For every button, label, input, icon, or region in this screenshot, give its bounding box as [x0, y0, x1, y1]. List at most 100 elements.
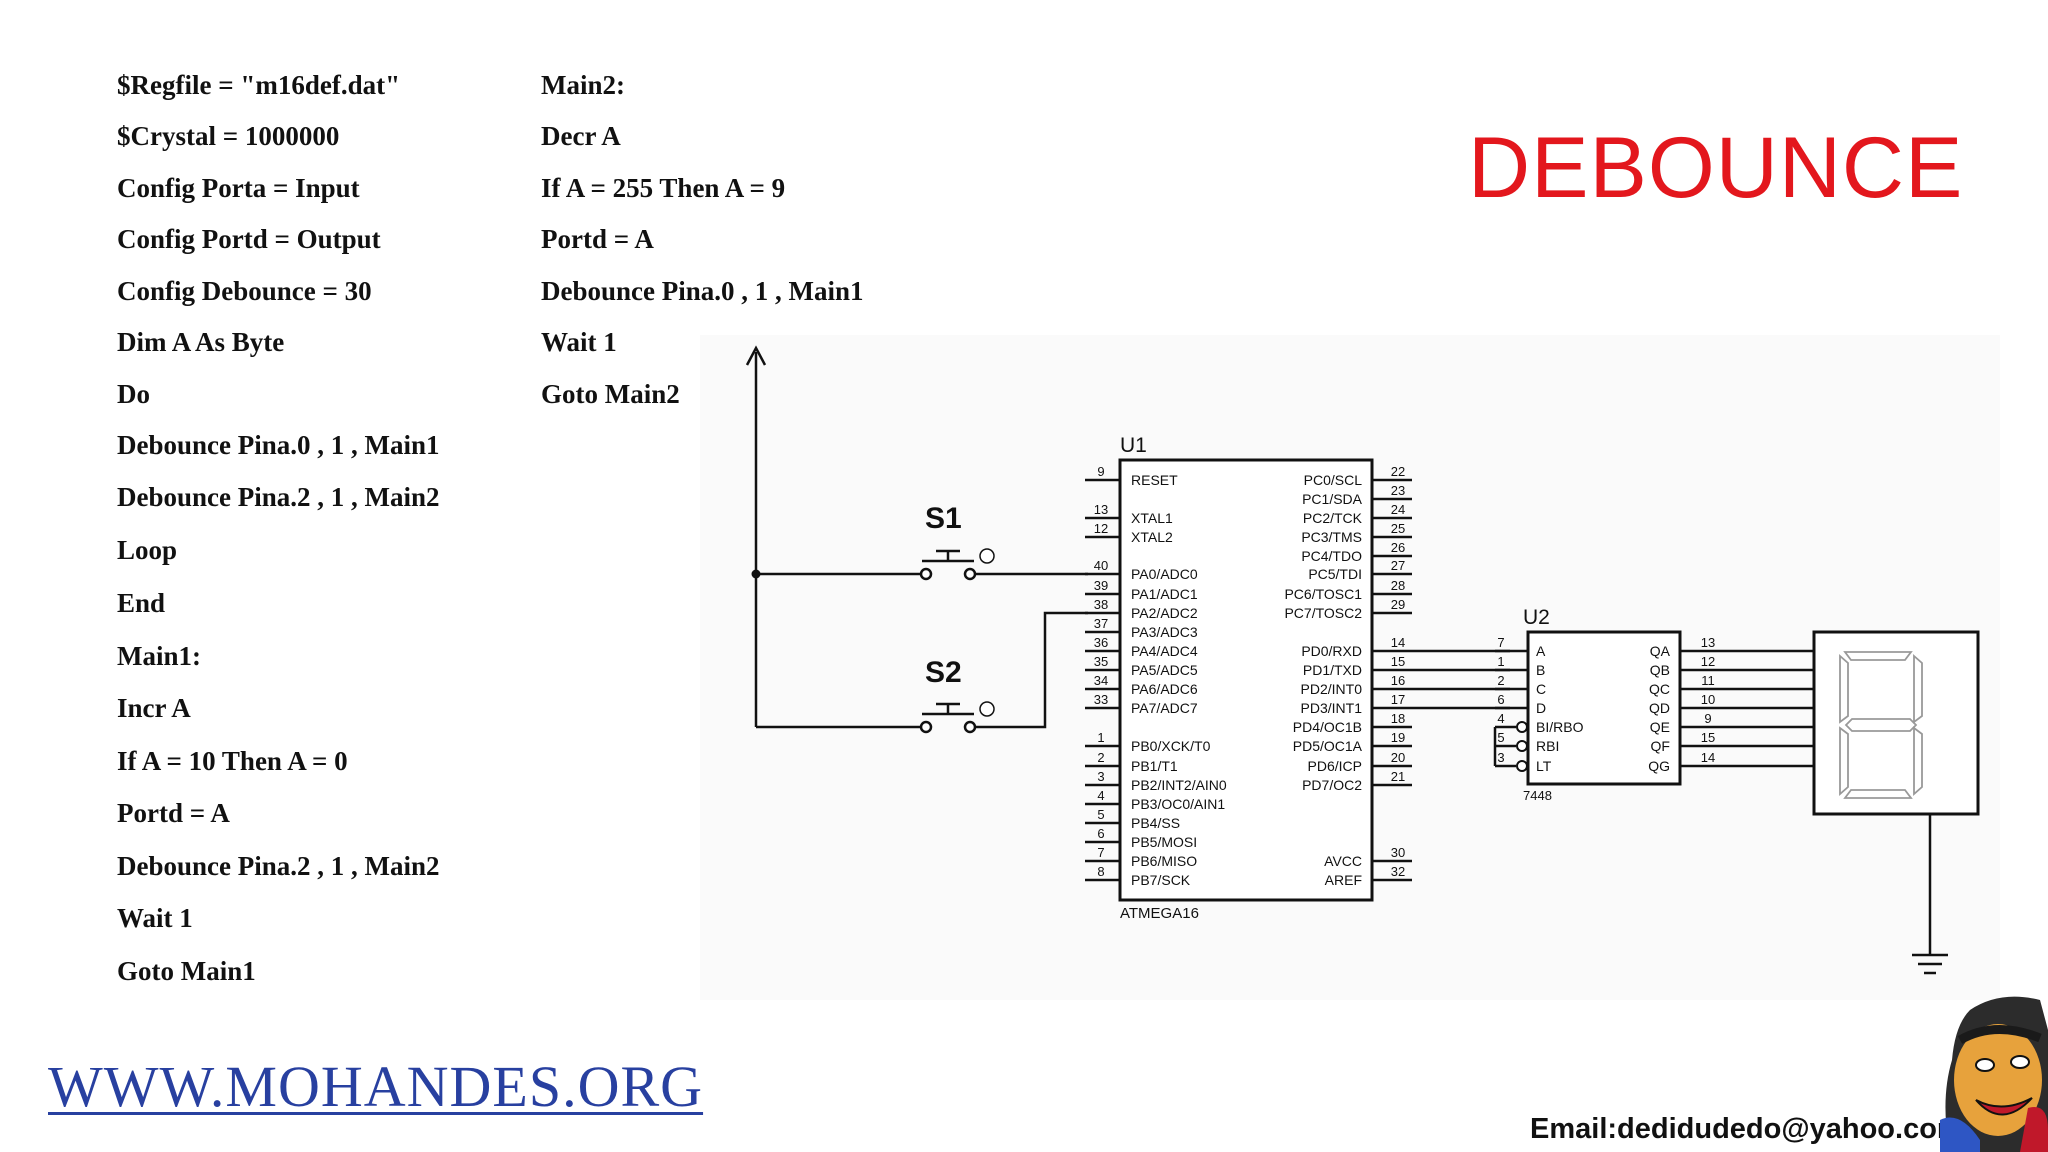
pin-number: 30 — [1391, 845, 1405, 860]
pin-number: 16 — [1391, 673, 1405, 688]
code-line: Portd = A — [117, 798, 230, 828]
pin-name: PB6/MISO — [1131, 853, 1197, 869]
pin-number: 2 — [1097, 750, 1104, 765]
pin-number: 34 — [1094, 673, 1108, 688]
pin-name: PA7/ADC7 — [1131, 700, 1198, 716]
pin-name: PB0/XCK/T0 — [1131, 738, 1211, 754]
pin-name: PD6/ICP — [1308, 758, 1362, 774]
pin-name: PB2/INT2/AIN0 — [1131, 777, 1227, 793]
pin-number: 15 — [1701, 730, 1715, 745]
pin-number: 1 — [1097, 730, 1104, 745]
pin-name: PD0/RXD — [1301, 643, 1362, 659]
switch-s1-label: S1 — [925, 502, 962, 535]
decoder-ref-label: U2 — [1523, 606, 1550, 629]
code-line: Config Porta = Input — [117, 173, 360, 203]
pin-number: 1 — [1497, 654, 1504, 669]
pin-name: LT — [1536, 758, 1552, 774]
pin-name: PC4/TDO — [1301, 548, 1362, 564]
pin-name: QF — [1651, 738, 1670, 754]
pin-name: PD5/OC1A — [1293, 738, 1363, 754]
push-button-s2 — [919, 701, 995, 734]
pin-name: D — [1536, 700, 1546, 716]
decoder-7448-chip — [1526, 630, 1682, 786]
code-line: Dim A As Byte — [117, 327, 285, 357]
pin-name: XTAL1 — [1131, 510, 1173, 526]
decoder-pin: 2C — [1495, 673, 1546, 697]
pin-name: PB4/SS — [1131, 815, 1180, 831]
seven-segment-display — [1812, 630, 1980, 816]
pin-name: PD1/TXD — [1303, 662, 1362, 678]
pin-name: PC0/SCL — [1304, 472, 1363, 488]
pin-number: 28 — [1391, 578, 1405, 593]
pin-name: PA4/ADC4 — [1131, 643, 1198, 659]
pin-number: 17 — [1391, 692, 1405, 707]
code-line: End — [117, 588, 166, 618]
pin-name: PA6/ADC6 — [1131, 681, 1198, 697]
push-button-s1 — [919, 548, 995, 581]
pin-name: RBI — [1536, 738, 1559, 754]
pin-name: PC5/TDI — [1308, 566, 1362, 582]
code-line: If A = 255 Then A = 9 — [541, 173, 786, 203]
pin-name: PD3/INT1 — [1301, 700, 1363, 716]
code-line: Loop — [117, 535, 178, 565]
pin-number: 23 — [1391, 483, 1405, 498]
pin-number: 9 — [1097, 464, 1104, 479]
pin-number: 5 — [1097, 807, 1104, 822]
switch-s2-label: S2 — [925, 656, 962, 689]
decoder-pin: 7A — [1495, 635, 1546, 659]
website-link[interactable]: WWW.MOHANDES.ORG — [48, 1054, 704, 1119]
pin-name: PB3/OC0/AIN1 — [1131, 796, 1225, 812]
pin-number: 2 — [1497, 673, 1504, 688]
code-line: Do — [117, 379, 150, 409]
pin-number: 19 — [1391, 730, 1405, 745]
pin-number: 4 — [1497, 711, 1504, 726]
pin-name: PC3/TMS — [1301, 529, 1362, 545]
pin-number: 3 — [1497, 750, 1504, 765]
code-line: Incr A — [117, 693, 191, 723]
pin-number: 6 — [1497, 692, 1504, 707]
pin-number: 11 — [1701, 673, 1715, 688]
pin-number: 22 — [1391, 464, 1405, 479]
pin-number: 4 — [1097, 788, 1104, 803]
code-line: Main2: — [541, 70, 625, 100]
pin-name: PB5/MOSI — [1131, 834, 1197, 850]
pin-name: BI/RBO — [1536, 719, 1584, 735]
pin-name: PC7/TOSC2 — [1284, 605, 1362, 621]
pin-name: PA0/ADC0 — [1131, 566, 1198, 582]
pin-number: 10 — [1701, 692, 1715, 707]
pin-name: PC6/TOSC1 — [1284, 586, 1362, 602]
pin-name: QC — [1649, 681, 1670, 697]
code-line: Goto Main1 — [117, 956, 256, 986]
pin-number: 7 — [1497, 635, 1504, 650]
wires — [745, 345, 1948, 975]
mcu-ref-label: U1 — [1120, 434, 1147, 457]
pin-number: 27 — [1391, 558, 1405, 573]
pin-name: QE — [1650, 719, 1670, 735]
code-line: Main1: — [117, 641, 201, 671]
